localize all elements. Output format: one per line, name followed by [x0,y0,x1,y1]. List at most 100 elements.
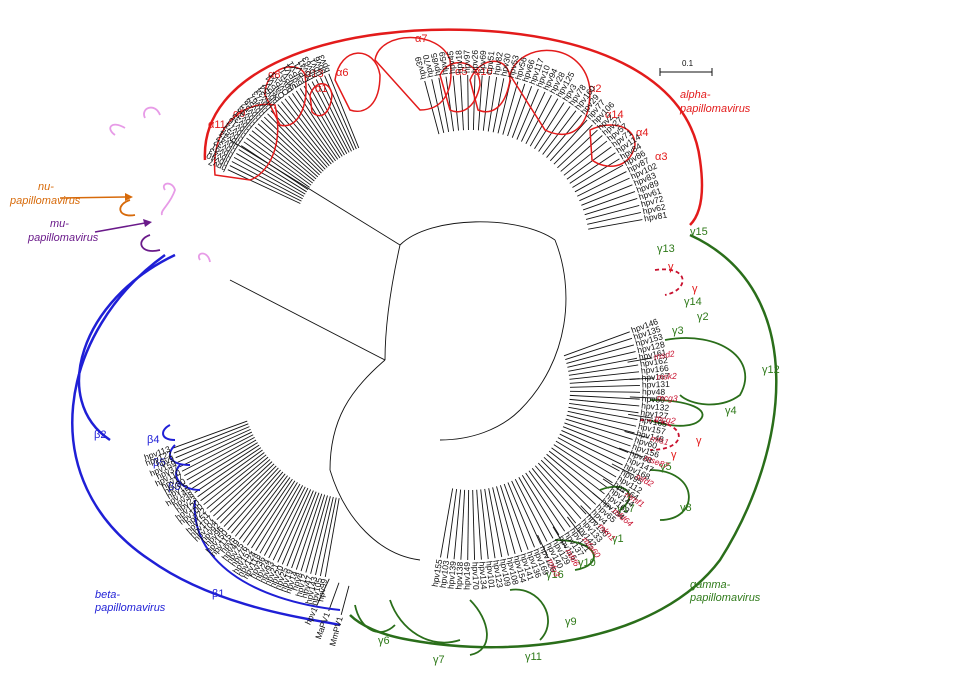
branch-line [238,475,288,540]
branch-line [460,75,464,131]
leaf-label: hpv134 [477,561,489,590]
branch-line [260,120,320,176]
branch-line [568,357,638,372]
branch-line [316,578,330,607]
branch-line [565,337,633,361]
branch-line [248,134,313,184]
branch-line [553,124,593,165]
group-label-gamma9: γ9 [565,616,577,628]
branch-line [548,450,605,495]
branch-line [270,110,326,170]
mu-arrowhead [143,219,152,227]
branch-line [551,447,609,489]
leaf-label: hpv165 [639,414,668,429]
group-label-gamma15: γ15 [690,226,708,238]
leaf-label: hpv149 [462,562,472,590]
mu-genus-label-1: mu- [50,218,69,230]
branch-line [563,331,630,357]
branch-line [179,431,253,468]
branch-line [542,110,577,155]
branch-line [340,585,350,616]
group-label-alpha7: α7 [415,33,427,45]
branch-line [234,473,286,537]
branch-line [251,130,315,182]
leaf-label: hpv62 [642,201,667,216]
branch-line [300,494,326,572]
branch-line [569,398,640,407]
leaf-label: hpv166 [640,363,669,376]
branch-line [280,101,332,165]
gamma12-outline [664,337,747,406]
group-label-alpha9: α9 [233,108,245,120]
branch-line [574,164,624,193]
leaf-label: hpv26 [469,49,480,73]
branch-line [546,453,601,500]
branch-line [537,462,587,515]
alpha-clade-outline [203,28,704,226]
branch-line [281,490,314,565]
branch-line [246,478,293,546]
branch-line [579,177,630,202]
alpha5-outline [439,61,481,113]
group-label-alpha8: α8 [268,69,280,81]
branch-line [521,91,546,142]
branch-line [537,534,549,558]
leaf-label: hpv132 [641,400,670,413]
branch-line [568,406,638,420]
branch-line [514,478,548,542]
group-label-alpha10: α10 [474,66,493,78]
branch-line [569,390,640,393]
bpv-outline [198,252,211,263]
leaf-label: hpv101 [484,560,497,589]
gamma6-outline [354,604,396,633]
branch-line [592,492,613,510]
branch-line [511,480,542,545]
branch-line [177,428,251,463]
group-label-gamma-red-4: γ [671,449,677,461]
leaf-label: hpv48 [642,387,666,397]
alpha2-outline [509,49,591,136]
branch-line [175,426,250,459]
branch-line [460,489,466,560]
branch-line [482,76,490,131]
group-label-gamma5: γ5 [660,461,672,473]
branch-line [496,486,516,555]
group-label-gamma-red-2: γ [692,283,698,295]
branch-line [227,469,281,531]
group-label-alpha1: α1 [315,83,327,95]
leaf-label: hpv167 [641,371,670,383]
branch-line [555,440,617,478]
branch-line [467,489,470,560]
gamma-red-outline-2 [639,419,680,451]
branch-line [488,488,503,558]
oapv-outline [109,123,126,136]
branch-line [561,430,626,460]
group-label-gamma2: γ2 [697,311,709,323]
branch-line [238,149,307,193]
branch-line [552,526,567,549]
branch-line [291,492,320,569]
branch-line [284,98,334,163]
group-label-gamma11: γ11 [525,651,542,663]
branch-line [206,456,269,509]
alpha4-outline [589,124,636,167]
beta2-outline [77,253,176,442]
branch-line [272,487,309,561]
branch-line [240,145,309,190]
group-label-gamma13: γ13 [657,243,675,255]
branch-line [257,123,319,178]
mu-genus-label-2: papillomavirus [27,232,99,244]
beta-genus-label-1: beta- [95,589,120,601]
branch-line [288,95,336,162]
branch-line [487,76,498,132]
clade-outlines [71,28,778,656]
alpha10-outline [469,60,511,113]
branch-line [216,463,275,520]
leaf-label: mfs1 [650,433,671,447]
branch-line [627,357,653,363]
group-label-beta1: β1 [212,588,224,600]
branch-line [629,396,655,399]
beta3-outline [175,464,201,491]
alpha6-outline [334,52,381,112]
